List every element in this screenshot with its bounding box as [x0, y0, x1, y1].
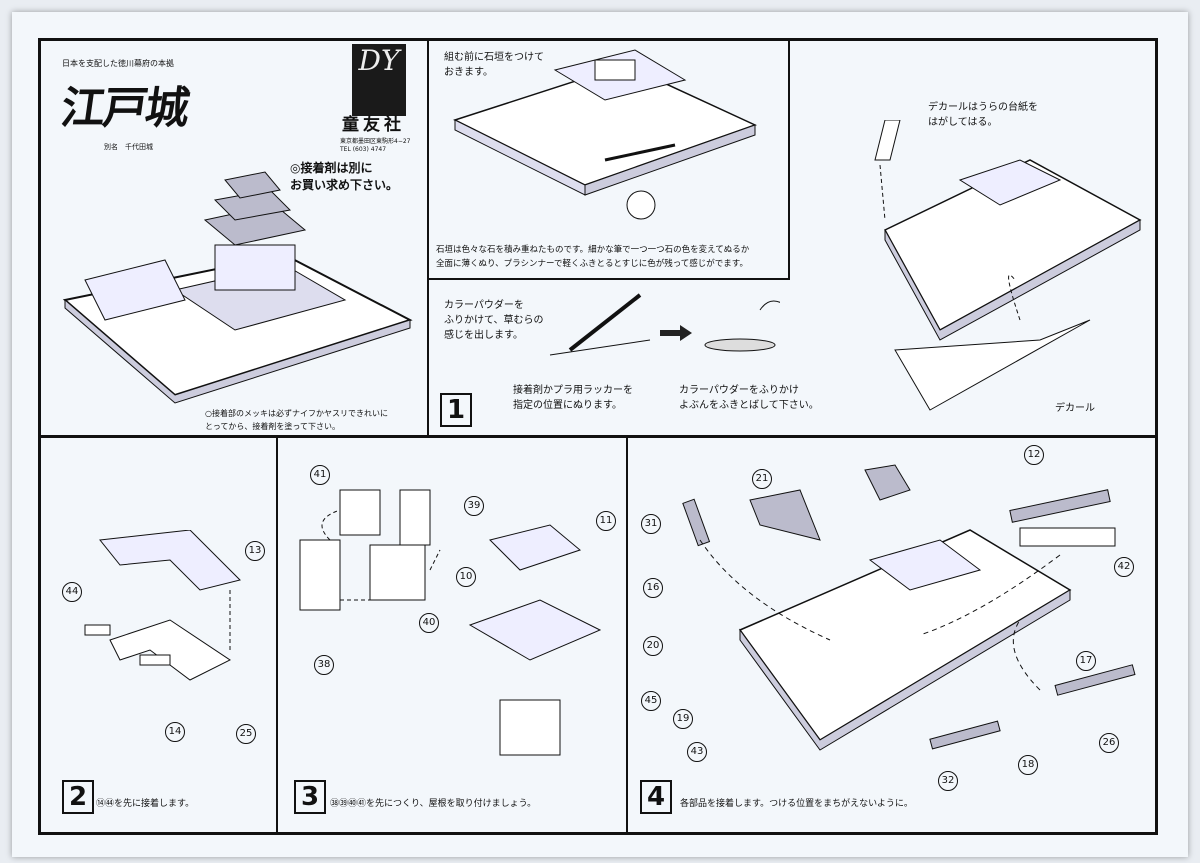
part-21: 21 — [752, 469, 772, 489]
row-divider — [38, 435, 1158, 438]
decal-note: デカールはうらの台紙を はがしてはる。 — [928, 102, 1038, 128]
part-42: 42 — [1114, 557, 1134, 577]
part-17: 17 — [1076, 651, 1096, 671]
step-number-3: 3 — [294, 780, 326, 814]
glue-notice: ◎接着剤は別に お買い求め下さい。 — [290, 161, 399, 192]
part-31: 31 — [641, 514, 661, 534]
part-44: 44 — [62, 582, 82, 602]
part-16: 16 — [643, 578, 663, 598]
step-number-1: 1 — [440, 393, 472, 427]
part-13: 13 — [245, 541, 265, 561]
step-number-4: 4 — [640, 780, 672, 814]
plating-notice: ○接着部のメッキは必ずナイフかヤスリできれいに とってから、接着剤を塗って下さい… — [205, 409, 388, 431]
step4-final-assembly — [682, 464, 1136, 751]
page-title: 江戸城 — [57, 83, 191, 134]
part-38: 38 — [314, 655, 334, 675]
stone-wall-paint-note: 石垣は色々な石を積み重ねたものです。細かな筆で一つ一つ石の色を変えてぬるか 全面… — [436, 245, 750, 269]
company-logo: DY — [352, 44, 406, 116]
part-10: 10 — [456, 567, 476, 587]
decal-label: デカール — [1055, 403, 1095, 414]
part-41: 41 — [310, 465, 330, 485]
company-address: 東京都墨田区東駒形4−27 — [340, 138, 411, 145]
part-43: 43 — [687, 742, 707, 762]
shake-note: カラーパウダーをふりかけ よぶんをふきとばして下さい。 — [679, 385, 819, 411]
part-20: 20 — [643, 636, 663, 656]
company-name: 童友社 — [342, 115, 405, 135]
part-39: 39 — [464, 496, 484, 516]
panel-divider — [427, 38, 429, 436]
part-26: 26 — [1099, 733, 1119, 753]
part-32: 32 — [938, 771, 958, 791]
subtitle: 日本を支配した徳川幕府の本拠 — [62, 59, 174, 68]
base-painting-illustration — [453, 49, 757, 220]
step2-instruction: ⑭㊹を先に接着します。 — [96, 799, 195, 809]
glue-note: 接着剤かプラ用ラッカーを 指定の位置にぬります。 — [513, 385, 633, 411]
part-12: 12 — [1024, 445, 1044, 465]
step3-tower-assembly — [299, 489, 602, 756]
step2-wall-assembly — [84, 530, 241, 681]
step-number-2: 2 — [62, 780, 94, 814]
stone-wall-box — [428, 38, 790, 280]
castle-illustration — [62, 171, 413, 404]
part-18: 18 — [1018, 755, 1038, 775]
part-19: 19 — [673, 709, 693, 729]
panel-divider — [276, 436, 278, 835]
stone-wall-note: 組む前に石垣をつけて おきます。 — [444, 52, 544, 78]
step4-instruction: 各部品を接着します。つける位置をまちがえないように。 — [680, 799, 913, 809]
panel-divider — [626, 436, 628, 835]
decal-application-illustration — [874, 120, 1142, 411]
part-14: 14 — [165, 722, 185, 742]
part-40: 40 — [419, 613, 439, 633]
step3-instruction: ㊳㊴㊵㊶を先につくり、屋根を取り付けましょう。 — [330, 799, 537, 809]
powder-note: カラーパウダーを ふりかけて、草むらの 感じを出します。 — [444, 300, 544, 341]
arrow-right-icon — [660, 325, 692, 341]
brush-illustration — [549, 293, 780, 356]
part-25: 25 — [236, 724, 256, 744]
part-11: 11 — [596, 511, 616, 531]
part-45: 45 — [641, 691, 661, 711]
company-tel: TEL (603) 4747 — [340, 146, 387, 153]
alias: 別名 千代田城 — [104, 143, 153, 151]
